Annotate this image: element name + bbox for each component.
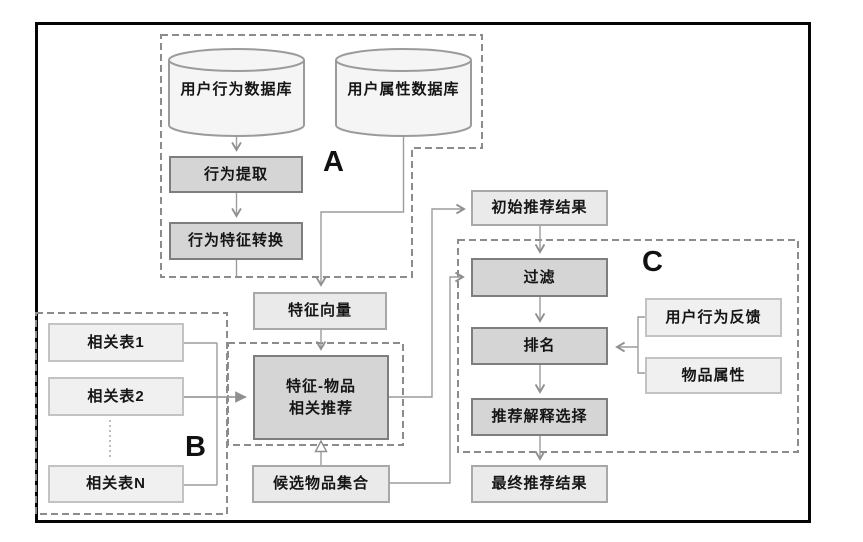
group-b-outline <box>35 312 228 515</box>
connector-feedback-bus <box>637 316 645 374</box>
group-a-outline <box>160 34 483 278</box>
node-item-attribute: 物品属性 <box>645 357 782 394</box>
node-user-behavior-db: 用户行为数据库 <box>180 81 293 99</box>
group-label-c: C <box>642 246 663 278</box>
node-feature-item-recommend-line2: 相关推荐 <box>288 399 353 417</box>
outer-frame <box>35 22 811 523</box>
node-candidate-item-set: 候选物品集合 <box>252 465 390 503</box>
node-relation-table-2: 相关表2 <box>48 377 184 416</box>
hollow-arrowhead-candidates <box>314 439 328 453</box>
node-feature-item-recommend: 特征-物品 相关推荐 <box>253 355 389 440</box>
node-ranking: 排名 <box>471 327 608 365</box>
cylinder-user-behavior-db <box>168 48 305 137</box>
node-relation-table-1: 相关表1 <box>48 323 184 362</box>
node-feature-item-recommend-line1: 特征-物品 <box>286 377 356 395</box>
node-final-recommendation-result: 最终推荐结果 <box>471 465 608 503</box>
node-feature-vector: 特征向量 <box>253 292 387 330</box>
feature-item-dashed-outline <box>227 342 404 446</box>
node-behavior-extraction: 行为提取 <box>169 156 303 193</box>
group-c-outline <box>457 239 799 453</box>
connector-candidates-to-filter <box>390 271 465 484</box>
node-filter: 过滤 <box>471 258 608 297</box>
node-behavior-feature-conversion: 行为特征转换 <box>169 222 303 260</box>
group-label-a: A <box>323 146 344 178</box>
node-relation-table-n: 相关表N <box>48 465 184 503</box>
node-user-attribute-db: 用户属性数据库 <box>347 81 460 99</box>
node-user-behavior-feedback: 用户行为反馈 <box>645 298 782 337</box>
group-label-b: B <box>185 431 206 463</box>
connector-relation-tables-bus <box>184 342 218 486</box>
node-recommendation-explanation-selection: 推荐解释选择 <box>471 398 608 436</box>
connector-featureitem-to-initial <box>389 203 466 398</box>
cylinder-user-attribute-db <box>335 48 472 137</box>
connector-attributedb-to-featurevector <box>315 136 405 287</box>
node-initial-recommendation-result: 初始推荐结果 <box>471 190 608 226</box>
